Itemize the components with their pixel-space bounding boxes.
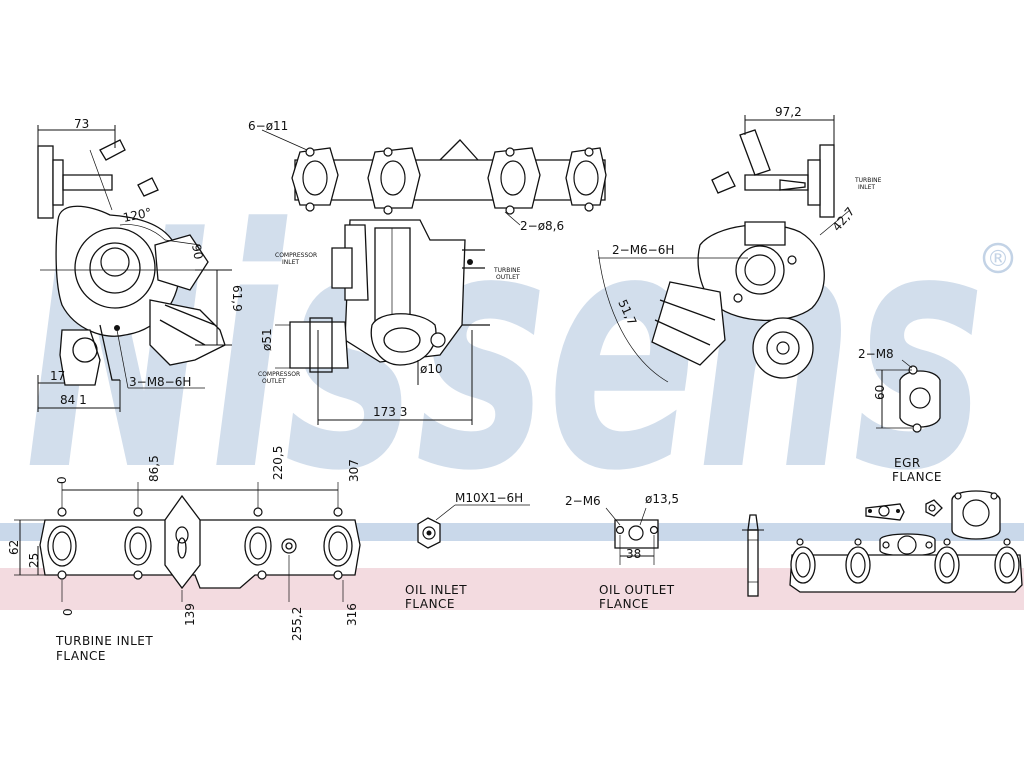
side-view-right: 97,2 2−M6−6H 51,7 42,7 TURBINE INLET [597,105,882,383]
oil-outlet-label-2: FLANCE [599,597,649,611]
dim-egr-m8: 2−M8 [858,347,894,361]
registered-mark-circle [982,242,1014,274]
dim-51: ø51 [260,328,274,351]
dim-84-1: 84 1 [60,393,87,407]
dim-small-holes: 2−ø8,6 [520,219,564,233]
note-compressor-outlet: COMPRESSOR [258,371,300,378]
oil-outlet-flange: 2−M6 ø13,5 38 OIL OUTLET FLANCE [565,492,679,611]
dim-17: 17 [50,369,65,383]
dim-120: 120° [122,205,153,225]
dim-61-9: 61,9 [230,285,244,312]
dim-b0: 0 [61,608,75,616]
dim-b139: 139 [183,603,197,626]
dim-oil-m6: 2−M6 [565,494,601,508]
dim-m8-thread: 3−M8−6H [129,375,191,389]
dim-90: 90 [189,243,205,260]
front-view-centre: 6−ø11 2−ø8,6 173 3 ø51 ø10 COMPRESSOR IN… [248,119,607,425]
oil-inlet-label-2: FLANCE [405,597,455,611]
dim-h62: 62 [7,540,21,555]
turbine-label-1: TURBINE INLET [55,634,153,648]
flange-ports [47,494,353,590]
note-turbine-inlet-side-2: INLET [858,184,875,191]
gasket-set [789,490,1023,593]
dim-b316: 316 [345,603,359,626]
note-turbine-outlet: TURBINE [493,267,521,274]
manifold-ports [291,147,607,215]
dim-13-5: ø13,5 [645,492,679,506]
note-compressor-outlet-2: OUTLET [262,378,286,385]
dim-oil-thread: M10X1−6H [455,491,523,505]
side-view-left: 73 120° 90 61,9 17 84 1 3−M8−6H [37,117,244,412]
dim-97-2: 97,2 [775,105,802,119]
stud-bolt [742,514,764,597]
dim-38: 38 [626,547,641,561]
oil-inlet-flange: M10X1−6H OIL INLET FLANCE [405,491,530,611]
note-compressor-inlet-2: INLET [282,259,299,266]
registered-mark: ® [987,247,1009,272]
egr-label-1: EGR [894,456,921,470]
turbine-label-2: FLANCE [56,649,106,663]
dim-m6-thread-top: 2−M6−6H [612,243,674,257]
egr-label-2: FLANCE [892,470,942,484]
note-turbine-inlet-side: TURBINE [854,177,882,184]
dim-h25: 25 [27,553,41,568]
turbine-inlet-flange: 0 86,5 220,5 307 0 139 255,2 316 62 25 T… [7,446,361,663]
oil-outlet-label-1: OIL OUTLET [599,583,675,597]
dim-60: 60 [873,385,887,400]
egr-flange: 2−M8 60 EGR FLANCE [858,347,942,484]
dim-t220-5: 220,5 [271,446,285,480]
dim-10: ø10 [420,362,443,376]
dim-bolt-holes: 6−ø11 [248,119,288,133]
oil-inlet-label-1: OIL INLET [405,583,467,597]
dim-t86-5: 86,5 [147,455,161,482]
dim-t0: 0 [55,476,69,484]
dim-t307: 307 [347,459,361,482]
note-compressor-inlet: COMPRESSOR [275,252,317,259]
dim-73: 73 [74,117,89,131]
dim-173-3: 173 3 [373,405,407,419]
dim-b255-2: 255,2 [290,607,304,641]
note-turbine-outlet-2: OUTLET [496,274,520,281]
